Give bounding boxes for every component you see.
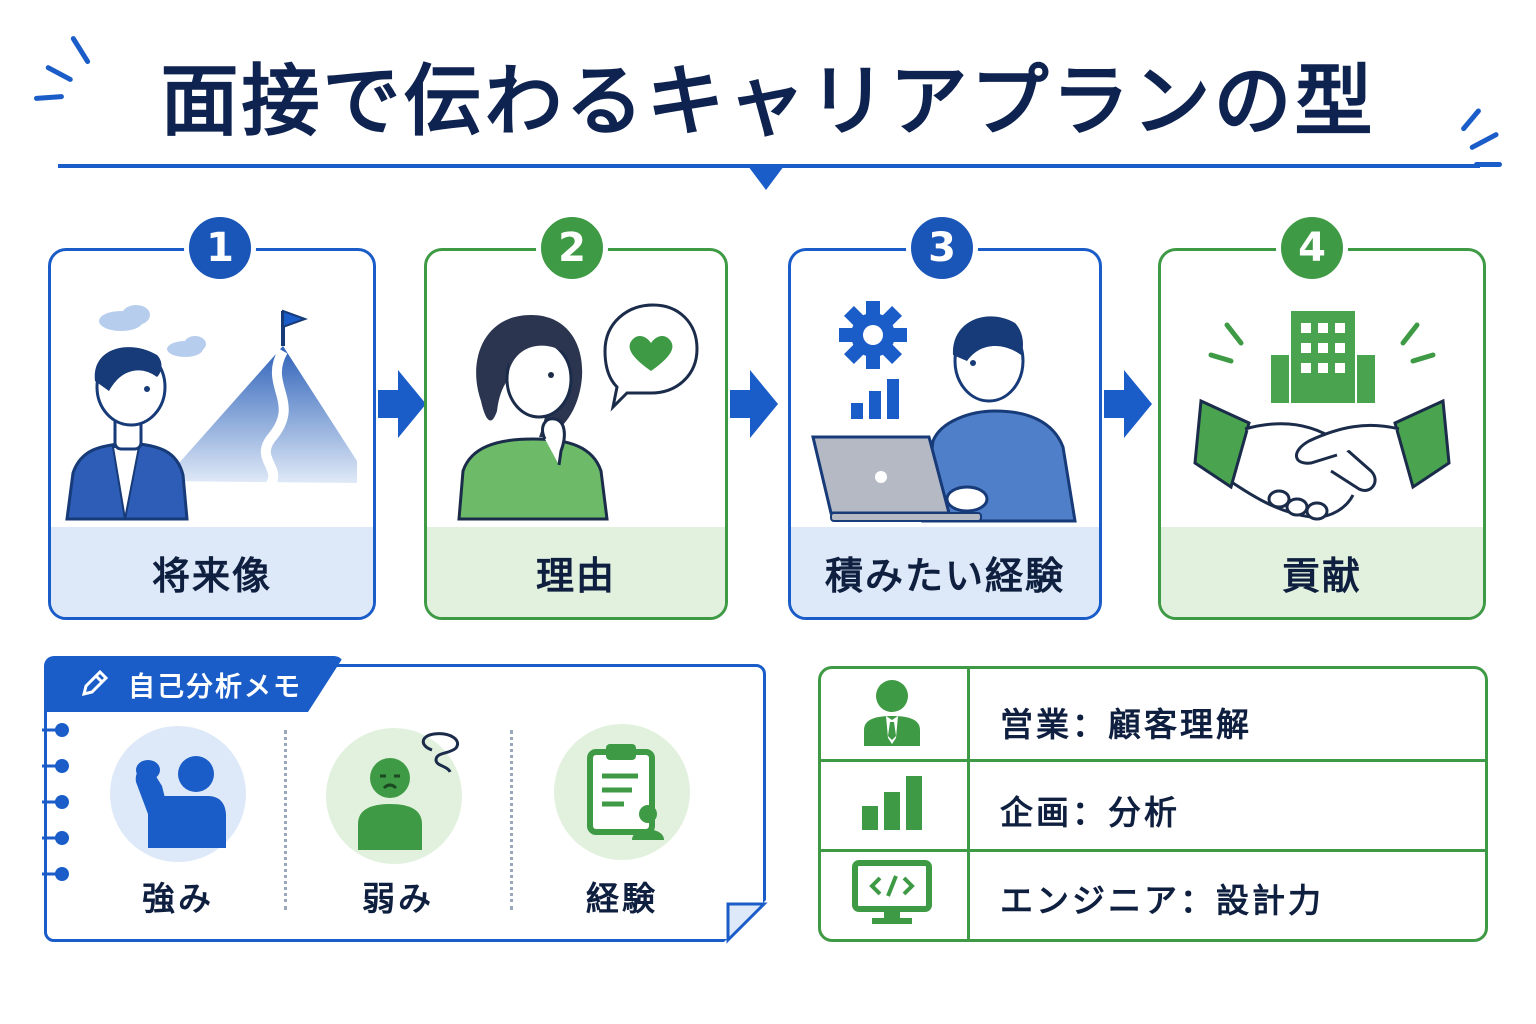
- table-row-text: 営業：顧客理解: [1000, 705, 1252, 744]
- handshake-building-illustration: [1193, 311, 1451, 521]
- step-label: 将来像: [51, 527, 373, 617]
- weakness-tired-person-icon: [326, 728, 462, 864]
- memo-folded-corner: [724, 900, 768, 944]
- step-label: 貢献: [1161, 527, 1483, 617]
- memo-divider: [284, 730, 287, 910]
- binder-rings: [40, 718, 76, 902]
- code-monitor-icon: [852, 860, 932, 924]
- memo-title-tab: 自己分析メモ: [44, 656, 344, 712]
- person-laptop-illustration: [811, 301, 1077, 523]
- table-row-divider: [821, 849, 1485, 852]
- memo-item-label: 経験: [586, 879, 658, 918]
- step-label: 積みたい経験: [791, 527, 1099, 617]
- arrow-right-icon: [730, 368, 778, 440]
- memo-divider: [510, 730, 513, 910]
- arrow-right-icon: [378, 368, 426, 440]
- strength-flex-icon: [110, 726, 246, 862]
- bar-chart-icon: [862, 776, 922, 830]
- clipboard-profile-icon: [554, 724, 690, 860]
- step-card-contribution: 貢献: [1158, 248, 1486, 620]
- memo-item-label: 強み: [142, 879, 214, 918]
- page-title: 面接で伝わるキャリアプランの型: [160, 57, 1376, 147]
- step-number-badge: 1: [184, 212, 256, 284]
- table-icon-column-divider: [967, 669, 970, 939]
- step-number-badge: 2: [536, 212, 608, 284]
- step-card-future-vision: 将来像: [48, 248, 376, 620]
- memo-item-label: 弱み: [362, 879, 434, 918]
- accent-spark: [1474, 162, 1502, 167]
- thinking-person-illustration: [457, 303, 699, 521]
- step-card-experience-to-gain: 積みたい経験: [788, 248, 1102, 620]
- memo-title: 自己分析メモ: [128, 671, 302, 703]
- step-label: 理由: [427, 527, 725, 617]
- step-number-badge: 4: [1276, 212, 1348, 284]
- table-row-text: 企画：分析: [1000, 793, 1180, 832]
- pencil-icon: [81, 669, 109, 697]
- person-mountain-illustration: [65, 305, 357, 521]
- table-row-text: エンジニア：設計力: [1000, 881, 1324, 920]
- title-underline-notch: [748, 166, 784, 190]
- step-number-badge: 3: [906, 212, 978, 284]
- table-row-divider: [821, 759, 1485, 762]
- arrow-right-icon: [1104, 368, 1152, 440]
- step-card-reason: 理由: [424, 248, 728, 620]
- businessperson-icon: [864, 680, 920, 746]
